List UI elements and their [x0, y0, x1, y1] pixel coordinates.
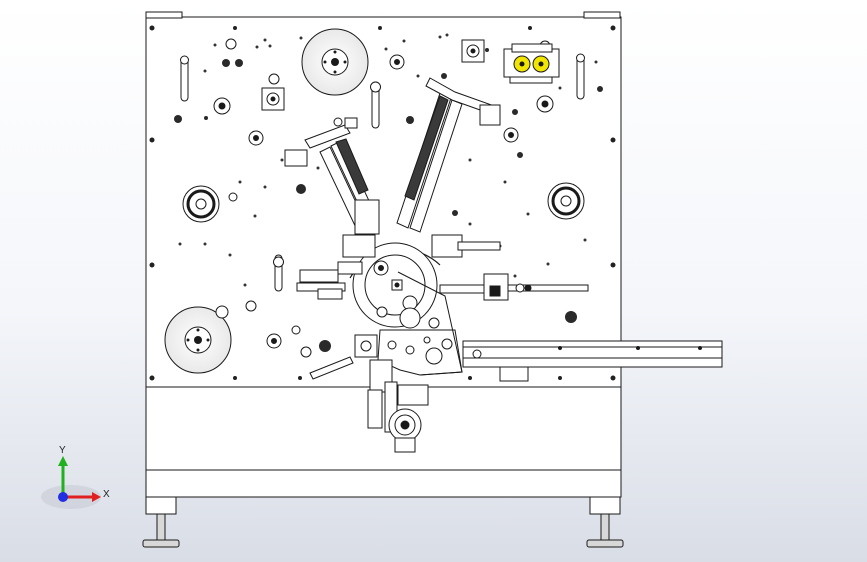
top-lug-right: [583, 11, 621, 19]
lower-cabinet: [145, 386, 622, 498]
mounting-holes: [174, 48, 603, 352]
foot-bracket-left: [145, 496, 177, 515]
output-conveyor: [462, 340, 723, 382]
coordinate-triad[interactable]: Y X: [41, 445, 110, 509]
leveling-foot-right: [586, 513, 624, 548]
feed-arm-right: [396, 92, 463, 233]
square-blocks: [261, 39, 485, 111]
dot-pattern: [178, 33, 598, 287]
push-cylinder-left: [296, 269, 346, 300]
x-axis-head: [92, 492, 101, 502]
x-axis-label: X: [103, 489, 110, 500]
winding-head: [367, 359, 429, 453]
small-rollers: [213, 38, 554, 358]
central-turret: [337, 199, 501, 328]
push-cylinder-right: [439, 273, 589, 301]
leveling-foot-left: [142, 513, 180, 548]
lower-slide-cylinder: [309, 334, 378, 380]
feed-arm-brackets: [284, 77, 501, 167]
tension-guide-assembly: [503, 43, 560, 84]
roller-hub-right: [547, 182, 585, 220]
slotted-adjusters: [180, 53, 585, 292]
roller-hub-left: [182, 185, 220, 223]
reel-lower-left: [164, 306, 232, 374]
foot-bracket-right: [589, 496, 621, 515]
y-axis-label: Y: [59, 445, 66, 456]
y-axis-head: [58, 456, 68, 466]
top-lug-left: [145, 11, 183, 19]
reel-upper-center: [301, 28, 369, 96]
frame-fasteners: [149, 25, 616, 381]
z-axis-dot: [58, 492, 68, 502]
